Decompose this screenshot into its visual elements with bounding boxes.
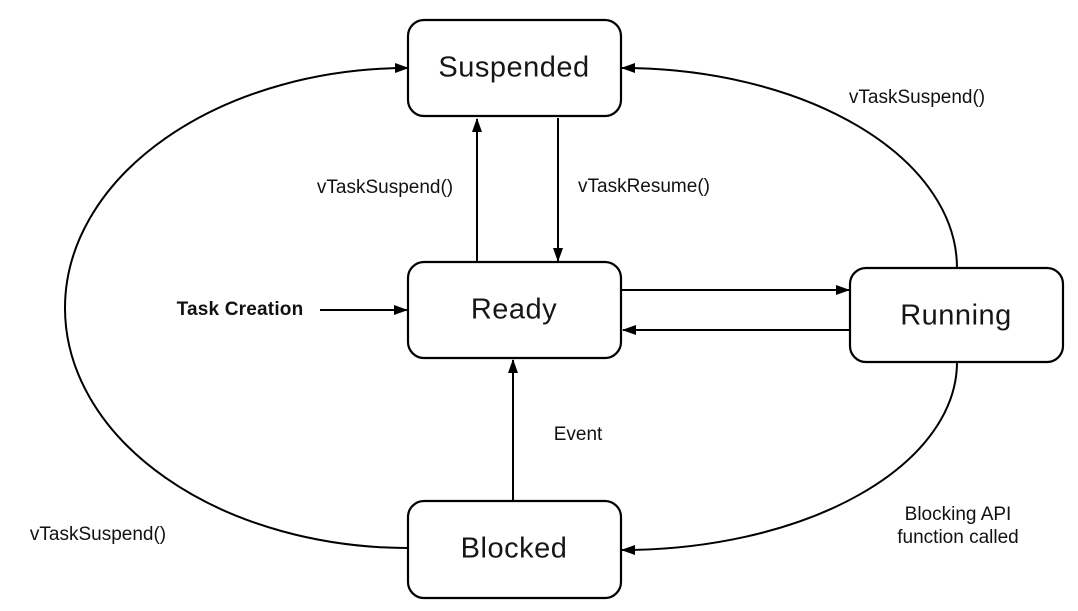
state-box-suspended xyxy=(406,18,623,118)
edge-label-vtasksuspend-blocked-to-suspended: vTaskSuspend() xyxy=(29,524,167,545)
edge-label-vtaskresume: vTaskResume() xyxy=(578,176,710,197)
state-label-blocked: Blocked xyxy=(460,532,568,565)
arc-blocked-to-suspended xyxy=(64,63,409,549)
state-box-blocked xyxy=(406,499,623,600)
edge-label-blocking-api-line1: Blocking API xyxy=(904,504,1012,525)
state-box-ready xyxy=(406,260,623,360)
state-label-ready: Ready xyxy=(470,293,558,326)
edge-label-blocking-api: Blocking API function called xyxy=(897,503,1018,549)
edge-label-vtasksuspend-ready-to-suspended: vTaskSuspend() xyxy=(316,177,454,198)
state-label-running: Running xyxy=(900,299,1012,332)
edge-label-blocking-api-line2: function called xyxy=(897,527,1019,548)
edge-label-vtasksuspend-running-to-suspended: vTaskSuspend() xyxy=(848,87,986,108)
edge-label-task-creation: Task Creation xyxy=(176,299,304,320)
edge-label-event: Event xyxy=(553,424,603,445)
state-box-running xyxy=(848,266,1065,364)
arc-running-to-suspended xyxy=(621,63,958,269)
arc-running-to-blocked xyxy=(621,361,958,555)
state-label-suspended: Suspended xyxy=(438,51,590,84)
